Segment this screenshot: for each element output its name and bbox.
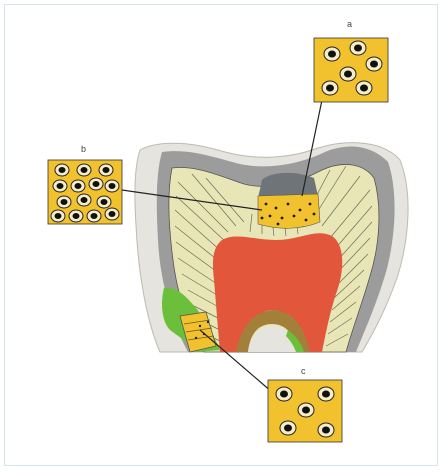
- callout-label-a: a: [347, 19, 352, 29]
- magnified-box-a: [314, 38, 388, 102]
- magnified-box-b: [48, 160, 122, 224]
- callout-label-c: c: [301, 366, 306, 376]
- magnified-box-c: [268, 380, 342, 442]
- callout-label-b: b: [81, 144, 86, 154]
- occlusal-lesion: [258, 173, 320, 228]
